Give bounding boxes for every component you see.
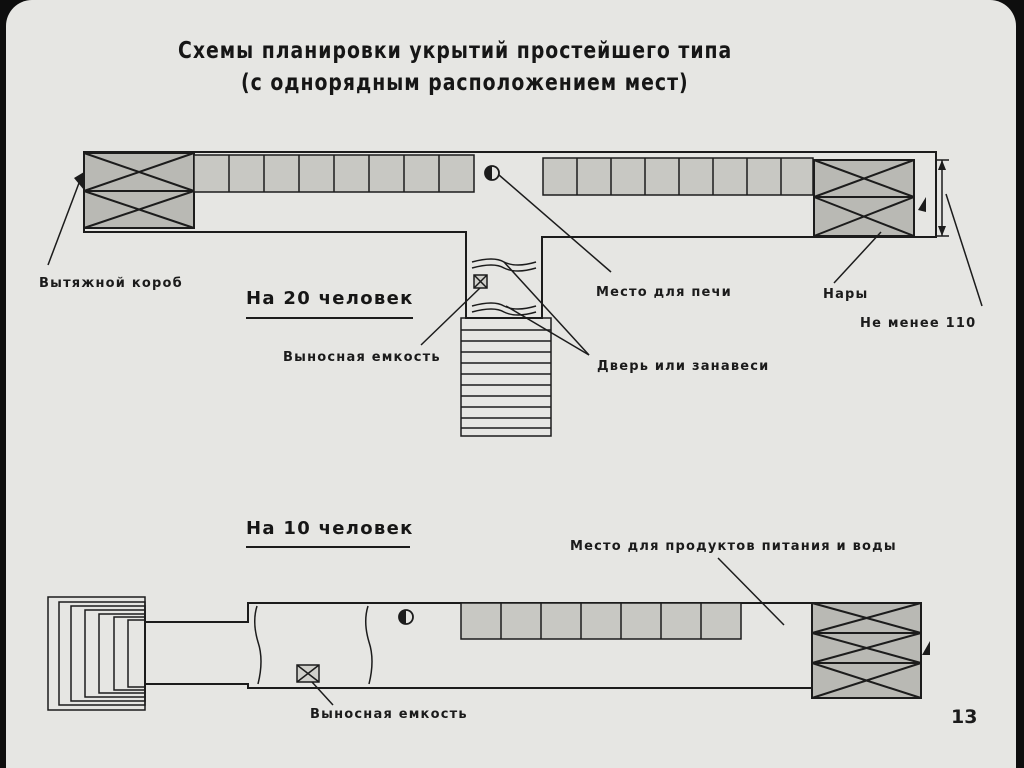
leaders-20 [47, 174, 983, 356]
bunks-left [83, 152, 195, 229]
label-food-water-place: Место для продуктов питания и воды [570, 539, 897, 554]
heading-20-people: На 20 человек [246, 288, 414, 309]
label-exhaust-duct: Вытяжной короб [39, 276, 183, 291]
label-bunks: Нары [823, 287, 869, 302]
shelter-plans-drawing [47, 151, 983, 711]
label-external-container-10: Выносная емкость [310, 707, 468, 722]
title-line-1: Схемы планировки укрытий простейшего тип… [178, 38, 733, 64]
height-dimension [935, 159, 949, 237]
shelter-plan-20 [47, 151, 983, 437]
heading-10-people: На 10 человек [246, 518, 414, 539]
title-line-2: (с однорядным расположением мест) [241, 70, 689, 96]
external-container-icon-10 [296, 664, 320, 683]
page-number: 13 [951, 706, 978, 728]
stove-icon-10 [398, 609, 414, 625]
seats-right [542, 157, 814, 196]
entrance-stair [47, 596, 146, 711]
seats-10 [460, 602, 742, 640]
stove-icon [484, 165, 500, 181]
staircase [460, 317, 552, 437]
curtains-10 [254, 605, 373, 685]
label-door-or-curtains: Дверь или занавеси [597, 359, 770, 374]
label-stove-place: Место для печи [596, 285, 732, 300]
label-min-height: Не менее 110 [860, 316, 977, 331]
external-container-icon [473, 274, 488, 289]
exhaust-duct-right-icon [918, 197, 926, 212]
shelter-plan-10 [47, 546, 930, 711]
bunks-right [813, 159, 915, 237]
bunks-10 [811, 602, 922, 699]
exhaust-duct-icon [74, 172, 84, 190]
leaders-10 [311, 557, 785, 706]
slide: Схемы планировки укрытий простейшего тип… [6, 0, 1016, 768]
seats-left [193, 154, 475, 193]
exhaust-duct-icon-10 [922, 641, 930, 655]
label-external-container: Выносная емкость [283, 350, 441, 365]
